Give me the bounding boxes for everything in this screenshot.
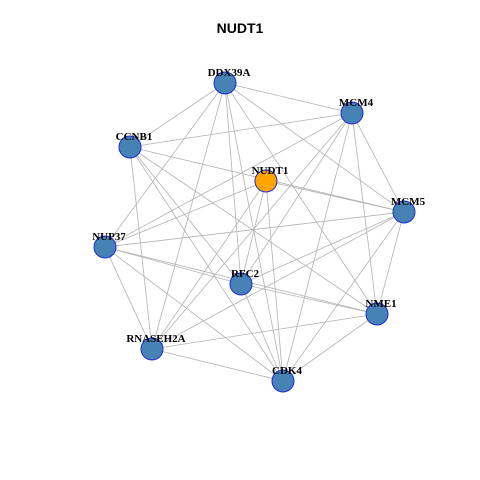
edge-mcm4-nup37: [104, 112, 353, 248]
edge-nudt1-rfc2: [240, 180, 267, 285]
edge-rfc2-cdk4: [240, 283, 284, 382]
edge-nme1-cdk4: [282, 313, 378, 382]
node-label-ccnb1: CCNB1: [116, 131, 153, 143]
edge-ddx39a-mcm4: [224, 82, 353, 114]
edge-ddx39a-ccnb1: [129, 82, 226, 148]
label-layer: DDX39A MCM4CCNB1NUDT1MCM5NUP37RFC2NME1RNA…: [92, 67, 425, 377]
node-label-rnaseh2a: RNASEH2A: [126, 333, 185, 345]
node-nup37: [93, 235, 117, 259]
edge-mcm4-cdk4: [282, 112, 353, 382]
edge-nudt1-cdk4: [265, 180, 284, 382]
edge-ccnb1-rnaseh2a: [129, 146, 153, 350]
edge-ccnb1-cdk4: [129, 146, 284, 382]
node-ccnb1: [118, 135, 142, 159]
edge-mcm5-nup37: [104, 211, 405, 248]
edge-ddx39a-nup37: [104, 82, 226, 248]
node-nme1: [365, 302, 389, 326]
edge-nudt1-rnaseh2a: [151, 180, 267, 350]
edge-mcm4-ccnb1: [129, 112, 353, 148]
node-cdk4: [271, 369, 295, 393]
node-rnaseh2a: [140, 337, 164, 361]
edge-mcm4-rfc2: [240, 112, 353, 285]
edge-mcm4-nme1: [351, 112, 378, 315]
edge-rfc2-nme1: [240, 283, 378, 315]
edge-mcm5-nme1: [376, 211, 405, 315]
edge-rnaseh2a-cdk4: [151, 348, 284, 382]
node-layer: [93, 71, 416, 393]
node-mcm5: [392, 200, 416, 224]
node-label-nudt1: NUDT1: [252, 165, 289, 177]
edge-nup37-rfc2: [104, 246, 242, 285]
edge-ddx39a-nme1: [224, 82, 378, 315]
edge-mcm5-rnaseh2a: [151, 211, 405, 350]
edge-ddx39a-rfc2: [224, 82, 242, 285]
edge-nup37-cdk4: [104, 246, 284, 382]
node-label-mcm5: MCM5: [391, 196, 426, 208]
node-label-rfc2: RFC2: [231, 268, 260, 280]
node-label-nme1: NME1: [365, 298, 396, 310]
node-ddx39a: [213, 71, 237, 95]
edge-nudt1-mcm5: [265, 180, 405, 213]
edge-layer: [104, 82, 405, 382]
node-rfc2: [229, 272, 253, 296]
edge-ccnb1-rfc2: [129, 146, 242, 285]
node-label-nup37: NUP37: [92, 231, 126, 243]
edge-mcm5-rfc2: [240, 211, 405, 285]
edge-nup37-rnaseh2a: [104, 246, 153, 350]
edge-ccnb1-nme1: [129, 146, 378, 315]
node-mcm4: [340, 101, 364, 125]
edge-mcm4-mcm5: [351, 112, 405, 213]
edge-ddx39a-mcm5: [224, 82, 405, 213]
edge-mcm4-rnaseh2a: [151, 112, 353, 350]
chart-title: NUDT1: [216, 20, 264, 36]
node-label-cdk4: CDK4: [272, 365, 302, 377]
edge-mcm5-cdk4: [282, 211, 405, 382]
edge-nudt1-nup37: [104, 180, 267, 248]
edge-nme1-rnaseh2a: [151, 313, 378, 350]
node-nudt1: [254, 169, 278, 193]
node-label-ddx39a: DDX39A: [208, 67, 251, 79]
edge-ddx39a-rnaseh2a: [151, 82, 226, 350]
node-label-mcm4: MCM4: [339, 97, 374, 109]
